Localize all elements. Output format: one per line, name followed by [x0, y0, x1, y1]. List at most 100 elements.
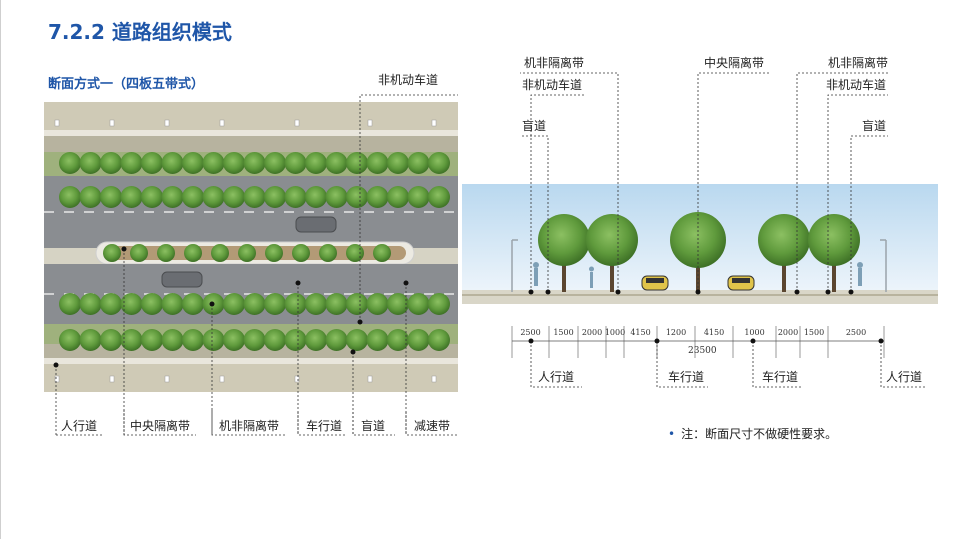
- section-subtitle: 断面方式一（四板五带式）: [48, 77, 205, 92]
- section-cars: [641, 275, 755, 291]
- leader-dot: [654, 338, 660, 344]
- plan-tree: [407, 186, 430, 208]
- plan-tree: [428, 186, 450, 208]
- leader-line: [656, 341, 708, 388]
- plan-tree: [264, 329, 286, 351]
- plan-tree: [284, 186, 307, 208]
- leader-line: [697, 72, 770, 292]
- section-label-sidewalk-right: 人行道: [886, 370, 923, 384]
- plan-tree: [305, 293, 327, 315]
- plan-tree: [141, 293, 163, 315]
- section-label-central-median: 中央隔离带: [704, 56, 765, 70]
- section-label-carriageway-right: 车行道: [762, 370, 799, 384]
- plan-tree: [223, 293, 245, 315]
- leader-dot: [750, 338, 756, 344]
- plan-tree: [325, 293, 348, 315]
- plan-tree: [366, 186, 389, 208]
- leader-line: [530, 94, 585, 292]
- leader-dot: [794, 289, 800, 295]
- plan-tree: [325, 152, 348, 174]
- plan-label-tactile-path: 盲道: [361, 419, 386, 433]
- leader-line: [827, 94, 888, 292]
- leader-dot: [848, 289, 854, 295]
- plan-tree: [325, 329, 348, 351]
- plan-tree: [319, 244, 337, 262]
- plan-label-non-motor-lane: 非机动车道: [378, 73, 439, 87]
- plan-tree: [100, 152, 122, 174]
- footnote-text: 注：断面尺寸不做硬性要求。: [681, 427, 838, 441]
- leader-dot: [121, 246, 127, 252]
- footnote: • 注：断面尺寸不做硬性要求。: [668, 425, 837, 442]
- plan-tree: [79, 152, 102, 174]
- plan-tree-rows: [59, 152, 450, 351]
- leader-line: [530, 341, 582, 388]
- dimension-total: 23500: [688, 346, 717, 356]
- leader-dot: [357, 319, 363, 325]
- leader-line: [211, 410, 286, 436]
- plan-car-1: [295, 216, 337, 233]
- plan-tree: [161, 293, 184, 315]
- section-label-sidewalk-left: 人行道: [538, 370, 575, 384]
- section-label-separation-belt-right: 机非隔离带: [828, 56, 889, 70]
- plan-tree: [407, 329, 430, 351]
- plan-tree: [346, 293, 368, 315]
- section-label-tactile-path-right: 盲道: [862, 119, 887, 133]
- plan-tree: [141, 152, 163, 174]
- plan-tree: [264, 186, 286, 208]
- section-label-non-motor-lane-left: 非机动车道: [522, 78, 583, 92]
- section-label-tactile-path-left: 盲道: [522, 119, 547, 133]
- plan-tree: [182, 329, 204, 351]
- plan-tree: [79, 293, 102, 315]
- plan-tree: [161, 329, 184, 351]
- plan-tree: [157, 244, 175, 262]
- plan-label-sidewalk: 人行道: [61, 419, 98, 433]
- plan-tree: [373, 244, 391, 262]
- plan-tree: [223, 329, 245, 351]
- dimension-segment-value: 4150: [703, 328, 725, 337]
- plan-label-carriageway: 车行道: [306, 419, 343, 433]
- plan-tree: [284, 152, 307, 174]
- plan-tree: [141, 186, 163, 208]
- plan-tree: [79, 329, 102, 351]
- leader-line: [520, 72, 619, 292]
- plan-tree: [346, 152, 368, 174]
- plan-tree: [366, 293, 389, 315]
- plan-tree: [346, 329, 368, 351]
- plan-tree: [387, 152, 409, 174]
- plan-tree: [284, 329, 307, 351]
- leader-dot: [53, 362, 59, 368]
- plan-tree: [305, 152, 327, 174]
- plan-tree: [265, 244, 283, 262]
- plan-tree: [387, 293, 409, 315]
- plan-tree: [120, 329, 143, 351]
- leader-dot: [295, 280, 301, 286]
- dimension-segment-value: 1000: [744, 328, 765, 337]
- plan-tree: [243, 293, 266, 315]
- leader-line: [752, 341, 802, 388]
- plan-tree: [284, 293, 307, 315]
- dimension-segment-value: 4150: [630, 328, 651, 337]
- plan-tree: [59, 152, 81, 174]
- plan-tree: [264, 152, 286, 174]
- leader-dot: [615, 289, 621, 295]
- plan-tree: [100, 329, 122, 351]
- plan-tree: [184, 244, 202, 262]
- dimension-segment-value: 2500: [520, 328, 541, 337]
- plan-label-central-median: 中央隔离带: [130, 419, 191, 433]
- plan-label-separation-belt: 机非隔离带: [219, 419, 280, 433]
- bullet-icon: •: [668, 427, 676, 441]
- leader-dot: [825, 289, 831, 295]
- dimension-segment-value: 1500: [803, 328, 825, 337]
- page-title: 7.2.2 道路组织模式: [48, 20, 232, 44]
- plan-tree: [243, 186, 266, 208]
- dimension-segment-value: 2500: [845, 328, 867, 337]
- plan-tree: [120, 293, 143, 315]
- plan-tree: [59, 293, 81, 315]
- plan-label-speed-bump: 减速带: [414, 419, 451, 433]
- plan-tree: [387, 186, 409, 208]
- dimension-segment-value: 1500: [553, 328, 574, 337]
- section-label-carriageway-left: 车行道: [668, 370, 705, 384]
- plan-tree: [202, 152, 225, 174]
